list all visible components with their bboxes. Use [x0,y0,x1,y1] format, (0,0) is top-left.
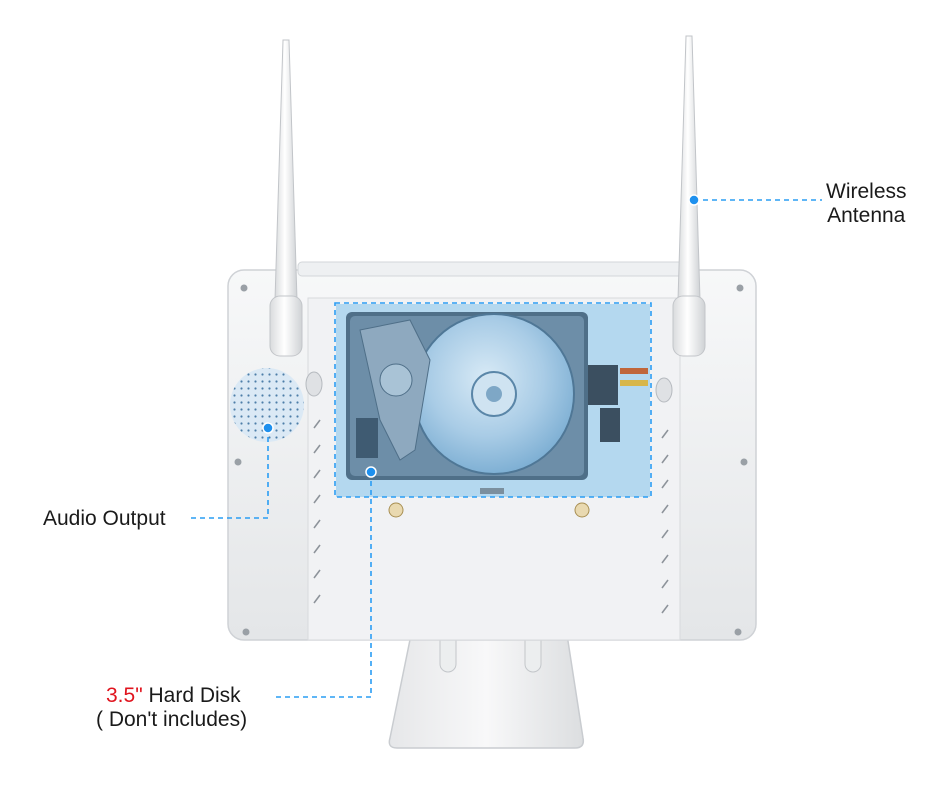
hard-disk-label: 3.5" Hard Disk ( Don't includes) [96,684,247,732]
disk-callout-line [272,472,372,698]
audio-callout-line [188,428,269,519]
speaker-grille [230,368,304,442]
wireless-callout-dot [688,194,700,206]
audio-callout-dot [262,422,274,434]
hard-disk-bay [336,304,650,497]
disk-callout-dot [365,466,377,478]
hard-disk-highlight-outline [334,302,652,498]
disk-note-text: ( Don't includes) [96,708,248,731]
wireless-label-line1: Wireless [826,180,907,203]
wireless-antenna-label: Wireless Antenna [826,180,907,228]
wireless-label-line2: Antenna [827,204,906,227]
disk-size-text: 3.5" [106,684,143,707]
audio-output-label: Audio Output [43,507,166,530]
right-antenna [672,35,706,357]
disk-name-text: Hard Disk [142,684,241,707]
left-antenna [269,39,303,357]
